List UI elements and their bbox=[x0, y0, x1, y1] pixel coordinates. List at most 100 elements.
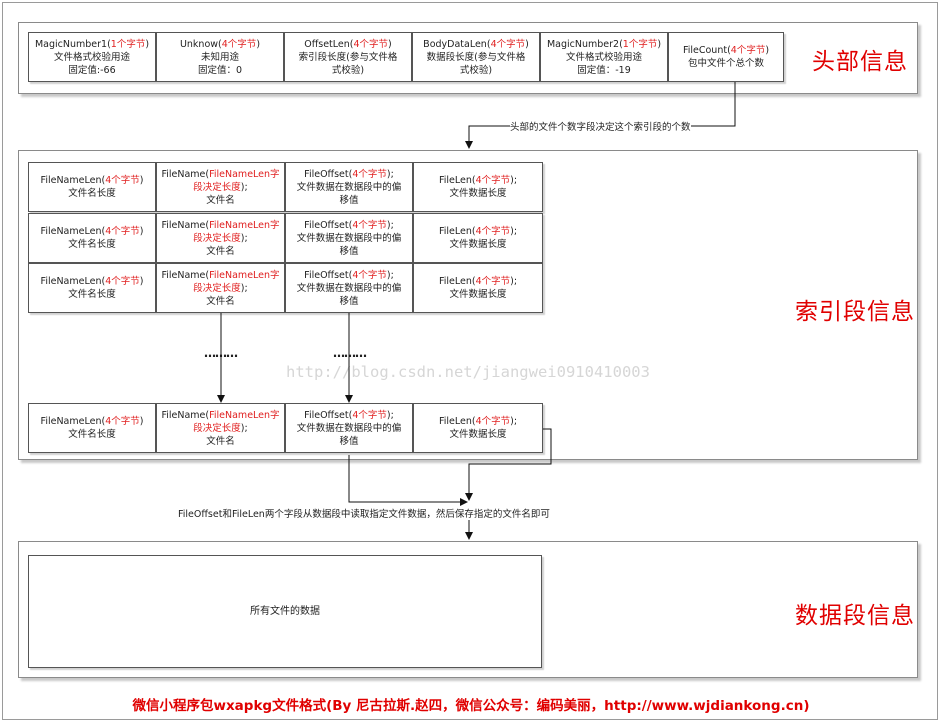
index-row-1-filename-cell: FileName(FileNameLen字段决定长度);文件名 bbox=[156, 162, 285, 212]
header-field-title: OffsetLen(4个字节) bbox=[304, 38, 392, 50]
field-name: FileName bbox=[161, 269, 206, 281]
header-field-magicnumber2: MagicNumber2(1个字节)文件格式校验用途固定值：-19 bbox=[540, 32, 668, 82]
field-name: FileOffset bbox=[304, 219, 349, 231]
field-name: FileOffset bbox=[304, 269, 349, 281]
field-desc-line: 固定值:-66 bbox=[68, 64, 116, 76]
header-field-filecount: FileCount(4个字节)包中文件个总个数 bbox=[668, 32, 784, 82]
index-row-3-filelen-cell: FileLen(4个字节); 文件数据长度 bbox=[413, 263, 543, 313]
field-suffix: ); bbox=[240, 232, 248, 244]
field-suffix: ; bbox=[513, 175, 518, 186]
field-name: FileNameLen bbox=[40, 175, 102, 186]
field-desc-line: 固定值：-19 bbox=[577, 64, 631, 76]
field-size: 4个字节 bbox=[352, 168, 387, 180]
field-size: 4个字节 bbox=[730, 45, 766, 56]
field-desc-line: 文件格式校验用途 bbox=[53, 51, 130, 63]
filenamelen-title: FileNameLen(4个字节) bbox=[40, 175, 144, 186]
field-suffix: ; bbox=[390, 168, 394, 180]
header-field-magicnumber1: MagicNumber1(1个字节)文件格式校验用途固定值:-66 bbox=[28, 32, 156, 82]
filename-title: FileName(FileNameLen字段决定长度); bbox=[161, 409, 280, 434]
field-desc-line: 文件名 bbox=[206, 295, 235, 307]
header-field-title: MagicNumber2(1个字节) bbox=[546, 38, 662, 50]
field-name: FileName bbox=[161, 168, 206, 180]
filename-title: FileName(FileNameLen字段决定长度); bbox=[161, 219, 280, 244]
field-size: 4个字节 bbox=[352, 219, 387, 231]
field-desc-line: 文件数据长度 bbox=[449, 188, 507, 199]
field-name: FileName bbox=[161, 409, 206, 421]
header-field-title: MagicNumber1(1个字节) bbox=[34, 38, 150, 50]
fileoffset-title: FileOffset(4个字节); bbox=[304, 219, 394, 231]
field-suffix: ; bbox=[390, 269, 394, 281]
field-size: 4个字节 bbox=[105, 276, 140, 287]
field-desc-line: 文件数据长度 bbox=[449, 289, 507, 300]
filelen-arrow bbox=[465, 428, 552, 501]
fileoffset-arrow bbox=[348, 455, 468, 506]
index-row-2-filelen-cell: FileLen(4个字节);文件数据长度 bbox=[413, 213, 543, 263]
field-size: 4个字节 bbox=[475, 416, 511, 427]
index-row-2-filename-cell: FileName(FileNameLen字段决定长度);文件名 bbox=[156, 213, 285, 263]
field-name: FileLen bbox=[438, 276, 472, 287]
field-desc-line: 式校验) bbox=[459, 64, 493, 76]
watermark: http://blog.csdn.net/jiangwei0910410003 bbox=[286, 363, 650, 381]
field-size: FileNameLen字段决定长度 bbox=[193, 168, 280, 193]
field-name: MagicNumber1 bbox=[34, 38, 108, 50]
field-desc-line: 文件名长度 bbox=[68, 239, 116, 250]
filenamelen-title: FileNameLen(4个字节) bbox=[40, 416, 144, 427]
index-row-2-fileoffset-cell: FileOffset(4个字节);文件数据在数据段中的偏移值 bbox=[285, 213, 413, 263]
field-desc-line: 文件数据在数据段中的偏 bbox=[296, 282, 402, 294]
field-name: MagicNumber2 bbox=[546, 38, 620, 50]
field-size: FileNameLen字段决定长度 bbox=[193, 219, 280, 244]
field-desc-line: 未知用途 bbox=[200, 51, 239, 63]
footer-caption: 微信小程序包wxapkg文件格式(By 尼古拉斯.赵四，微信公众号：编码美丽，h… bbox=[132, 698, 810, 714]
field-suffix: ; bbox=[513, 226, 518, 237]
field-size: 4个字节 bbox=[475, 226, 511, 237]
field-size: 4个字节 bbox=[105, 175, 140, 186]
index-row-3-filenamelen-cell: FileNameLen(4个字节) 文件名长度 bbox=[28, 263, 156, 313]
field-desc-line: 文件格式校验用途 bbox=[565, 51, 642, 63]
filenamelen-title: FileNameLen(4个字节) bbox=[40, 226, 144, 237]
field-name: FileNameLen bbox=[40, 276, 102, 287]
header-section-label: 头部信息 bbox=[812, 49, 908, 75]
index-row-1-filelen-cell: FileLen(4个字节); 文件数据长度 bbox=[413, 162, 543, 212]
field-desc-line: 式校验) bbox=[331, 64, 365, 76]
read-data-note: FileOffset和FileLen两个字段从数据段中读取指定文件数据，然后保存… bbox=[178, 506, 550, 520]
filelen-title: FileLen(4个字节); bbox=[438, 416, 518, 427]
fileoffset-title: FileOffset(4个字节); bbox=[304, 409, 394, 421]
fileoffset-title: FileOffset(4个字节); bbox=[304, 269, 394, 281]
field-name: FileOffset bbox=[304, 409, 349, 421]
filelen-title: FileLen(4个字节); bbox=[438, 276, 518, 287]
all-files-data-box: 所有文件的数据 bbox=[28, 555, 542, 668]
all-files-data-text: 所有文件的数据 bbox=[250, 606, 320, 617]
index-row-3-filename-cell: FileName(FileNameLen字段决定长度);文件名 bbox=[156, 263, 285, 313]
field-size: 4个字节 bbox=[352, 409, 387, 421]
field-desc-line: 文件数据在数据段中的偏 bbox=[296, 232, 402, 244]
field-name: FileCount bbox=[682, 45, 728, 56]
field-name: FileOffset bbox=[304, 168, 349, 180]
field-desc-line: 数据段长度(参与文件格 bbox=[426, 51, 526, 63]
header-field-title: Unknow(4个字节) bbox=[179, 38, 261, 50]
header-field-unknow: Unknow(4个字节)未知用途固定值：0 bbox=[156, 32, 284, 82]
field-size: 1个字节 bbox=[622, 38, 658, 50]
field-suffix: ); bbox=[240, 282, 248, 294]
field-desc-line: 移值 bbox=[339, 194, 359, 206]
field-size: 1个字节 bbox=[110, 38, 146, 50]
field-size: FileNameLen字段决定长度 bbox=[193, 269, 280, 294]
field-desc-line: 索引段长度(参与文件格 bbox=[298, 51, 398, 63]
field-suffix: ; bbox=[390, 409, 394, 421]
field-desc-line: 文件名 bbox=[206, 194, 235, 206]
field-size: 4个字节 bbox=[353, 38, 389, 50]
field-size: 4个字节 bbox=[352, 269, 387, 281]
index-row-3-fileoffset-cell: FileOffset(4个字节);文件数据在数据段中的偏移值 bbox=[285, 263, 413, 313]
field-desc-line: 移值 bbox=[339, 435, 359, 447]
index-row-4-fileoffset-cell: FileOffset(4个字节);文件数据在数据段中的偏移值 bbox=[285, 403, 413, 453]
header-field-offsetlen: OffsetLen(4个字节)索引段长度(参与文件格式校验) bbox=[284, 32, 412, 82]
field-suffix: ; bbox=[390, 219, 394, 231]
field-desc-line: 移值 bbox=[339, 245, 359, 257]
filenamelen-title: FileNameLen(4个字节) bbox=[40, 276, 144, 287]
index-section-label: 索引段信息 bbox=[795, 299, 915, 325]
filelen-title: FileLen(4个字节); bbox=[438, 175, 518, 186]
header-field-bodydatalen: BodyDataLen(4个字节)数据段长度(参与文件格式校验) bbox=[412, 32, 540, 82]
field-desc-line: 文件名长度 bbox=[68, 289, 116, 300]
field-name: BodyDataLen bbox=[423, 38, 487, 50]
field-name: FileLen bbox=[438, 226, 472, 237]
